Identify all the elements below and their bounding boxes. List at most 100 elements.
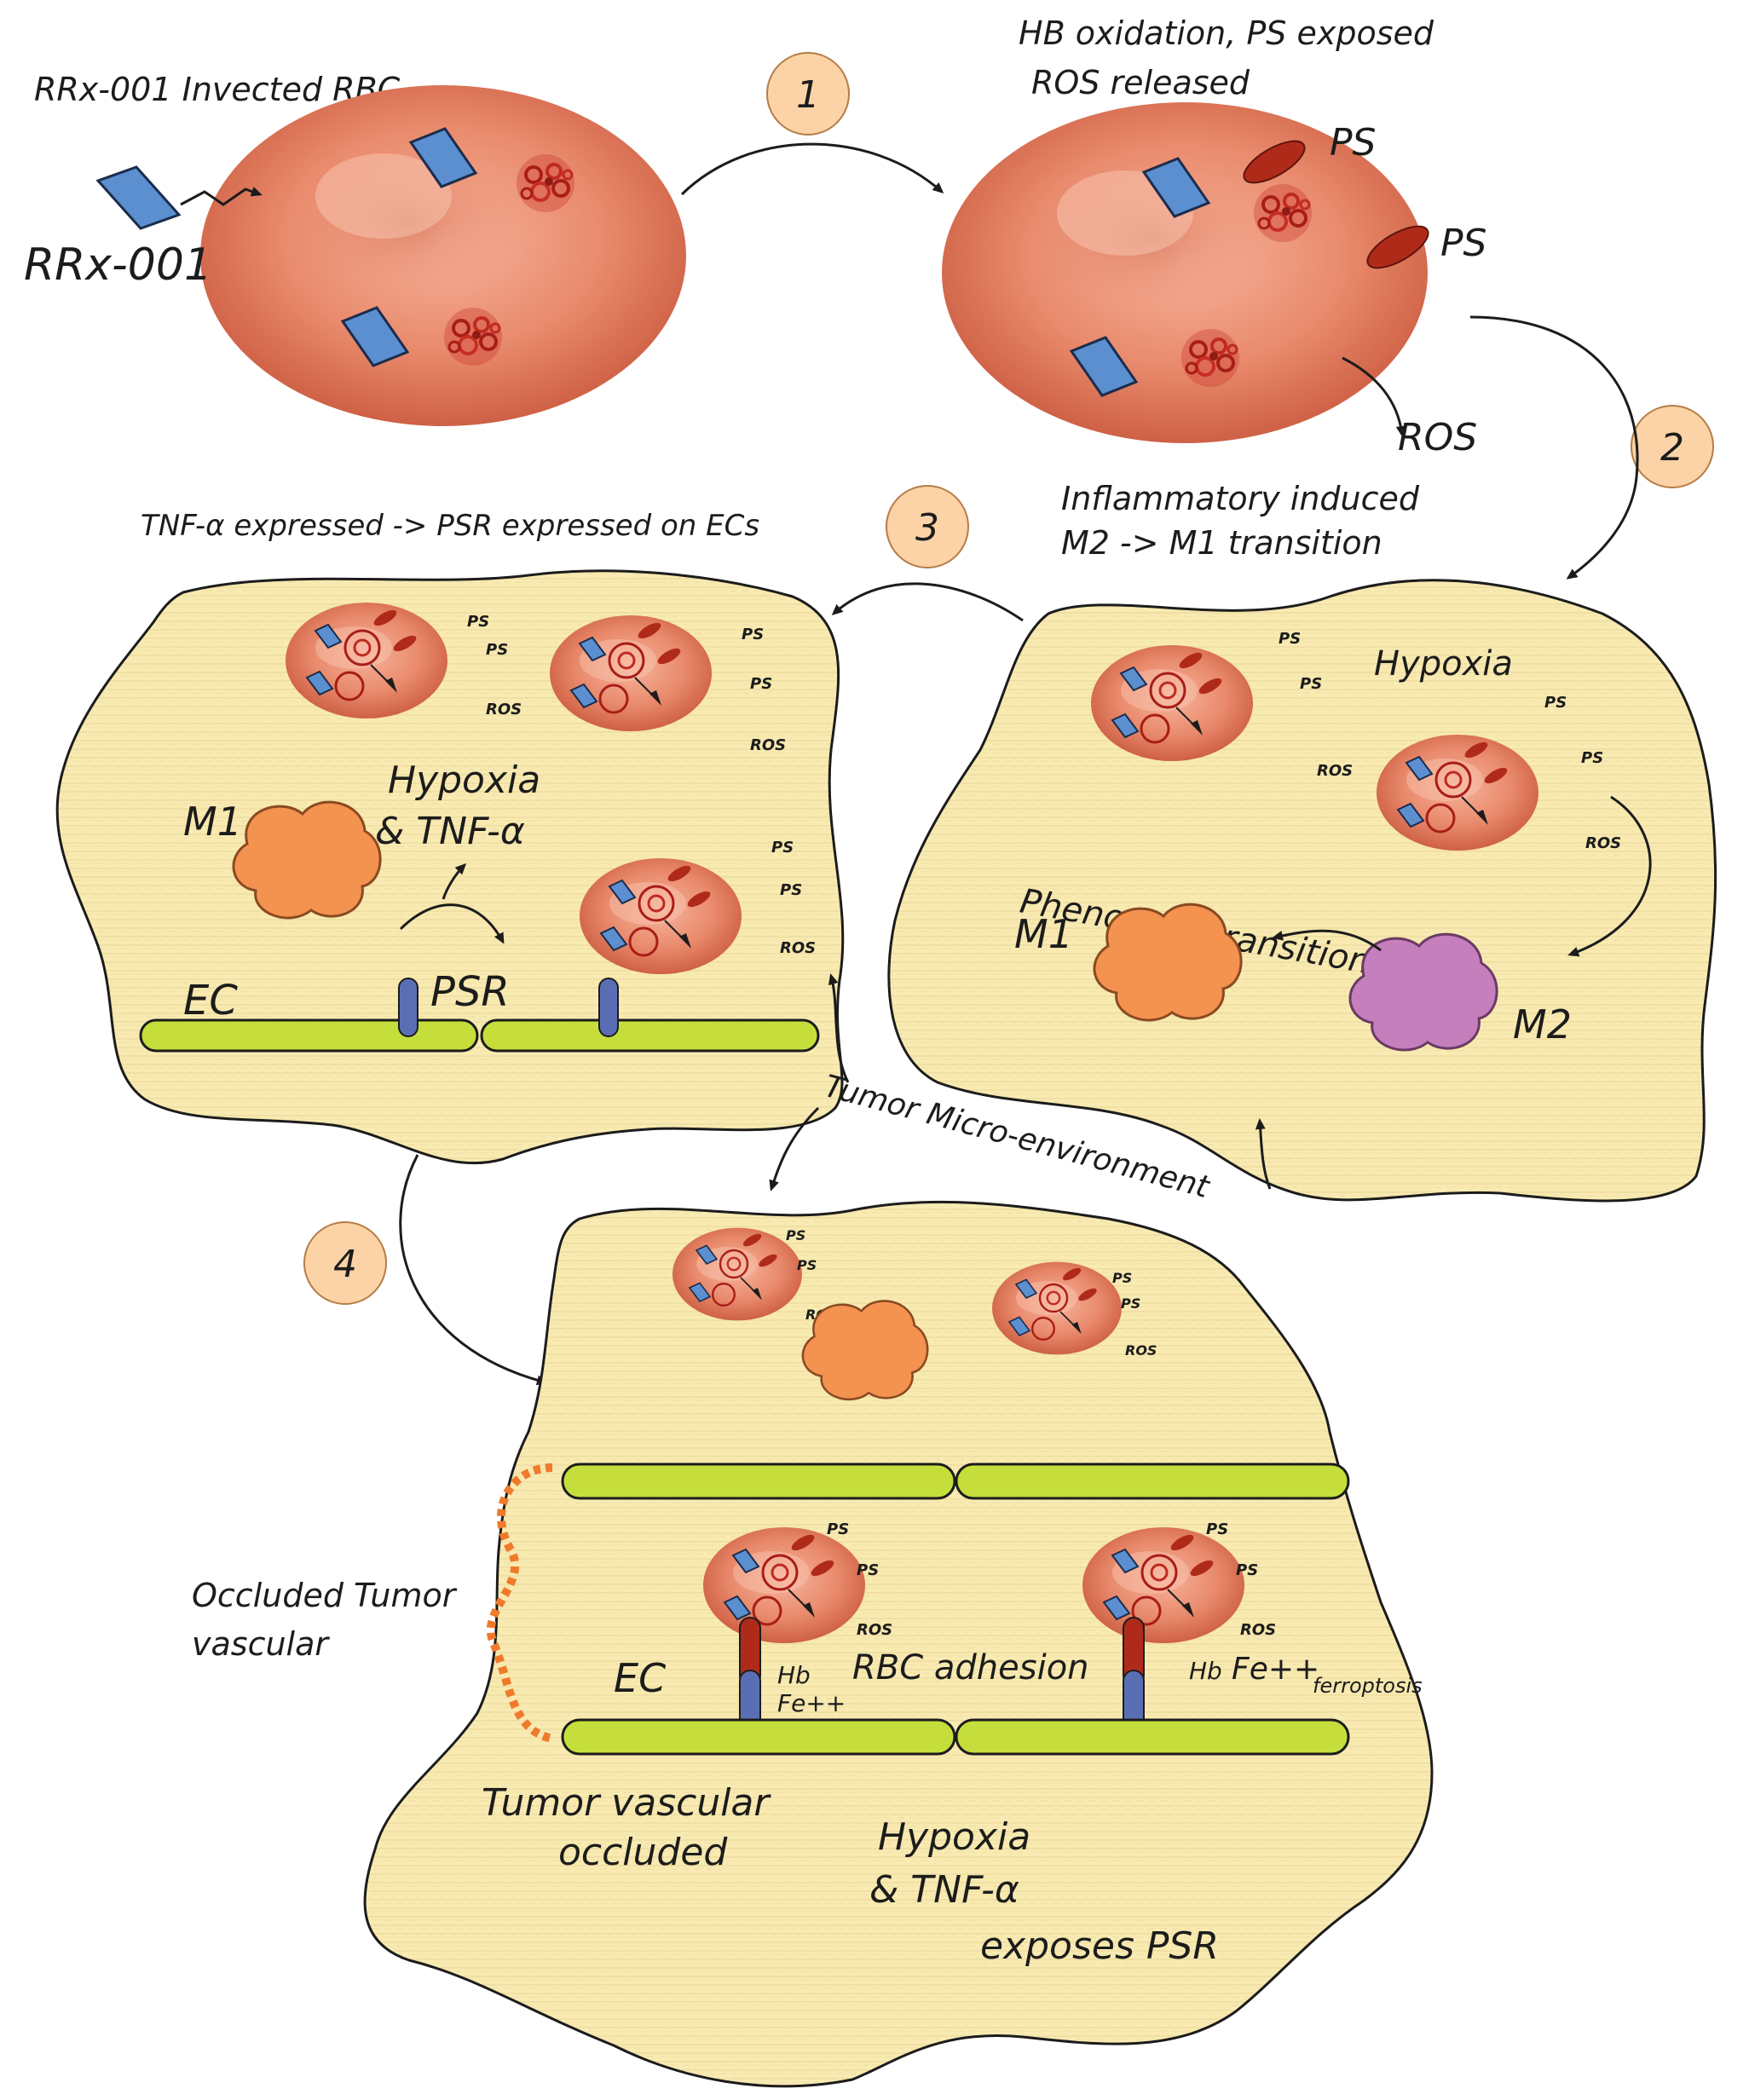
arrow-m1-up [442,862,467,900]
mini-ros-label: ROS [780,939,816,957]
arrow-step-2 [1469,315,1639,580]
m1-macrophage-right [1093,903,1243,1022]
arrow-step-1 [680,142,944,196]
occlusion-bracket [486,1463,554,1743]
mini-ps-label: PS [786,1227,805,1243]
svg-text:4: 4 [333,1243,357,1286]
vascular-occluded-line2: occluded [558,1831,728,1874]
step-4-badge: 4 [303,1221,387,1305]
tnf-caption: TNF-α expressed -> PSR expressed on ECs [141,509,759,543]
rbc-adhesion-link [739,1617,761,1733]
ec-label-left: EC [183,977,238,1024]
arrow-step-3 [831,582,1024,622]
step-2-badge: 2 [1631,405,1714,488]
hypoxia-label-left: Hypoxia [388,759,540,802]
mini-ps-label: PS [1121,1295,1140,1312]
ec-label-bottom: EC [614,1655,666,1701]
mini-ros-label: ROS [486,701,522,718]
ps-label-1: PS [1330,121,1376,164]
occluded-label-line1: Occluded Tumor [192,1577,458,1614]
exposes-line2: & TNF-α [869,1868,1019,1912]
exposes-line1: Hypoxia [878,1815,1030,1859]
endothelium-left [139,1018,820,1053]
ps-marker [1366,225,1429,269]
rbc-small [548,614,713,733]
tnf-label-left: & TNF-α [375,810,525,853]
rbc-invected [200,85,686,426]
svg-text:2: 2 [1660,426,1684,470]
psr-label: PSR [430,968,510,1016]
vascular-occluded-line1: Tumor vascular [482,1781,771,1825]
oxidation-caption-line1: HB oxidation, PS exposed [1019,14,1434,52]
arrow-to-left-panel [828,973,850,1083]
m1-macrophage-left [232,800,382,920]
m2-label: M2 [1513,1001,1572,1047]
arrow-rbc-to-m2 [1567,795,1652,957]
mini-ps-label: PS [827,1520,849,1538]
mini-ps-label: PS [780,881,802,899]
mini-ps-label: PS [467,613,489,631]
drug-label: RRx-001 [24,239,212,291]
mini-ros-label: ROS [1317,762,1353,780]
mini-ps-label: PS [1544,694,1567,712]
mini-ros-label: ROS [1240,1621,1276,1639]
mini-ps-label: PS [1279,630,1301,648]
mini-ps-label: PS [1300,675,1322,693]
mini-ps-label: PS [750,675,772,693]
rbc-small [578,857,743,976]
tissue-panel-bottom [363,1200,1434,2088]
mini-ps-label: PS [857,1561,879,1579]
tissue-panel-left [55,569,845,1165]
mini-ros-label: ROS [1125,1342,1157,1359]
inflammatory-caption-line1: Inflammatory induced [1061,480,1420,517]
psr-receptor [398,978,418,1037]
hypoxia-label-right: Hypoxia [1374,644,1513,684]
psr-receptor [598,978,619,1037]
mini-ros-label: ROS [1585,834,1621,852]
exposes-line3: exposes PSR [980,1924,1219,1968]
rbc-small [1375,733,1540,852]
step-3-badge: 3 [886,485,969,568]
rbc-small [1081,1526,1246,1645]
oxidation-caption-line2: ROS released [1031,64,1250,101]
mini-ps-label: PS [1581,749,1603,767]
hb-label-2: Hb [1189,1657,1222,1685]
rbc-adhesion-link [1123,1617,1145,1733]
fe-label-1: Fe++ [777,1689,846,1717]
inflammatory-caption-line2: M2 -> M1 transition [1061,524,1382,562]
svg-text:1: 1 [796,73,820,117]
endothelium-bottom-upper [561,1462,1350,1500]
rbc-oxidized [942,102,1429,443]
mini-ros-label: ROS [857,1621,892,1639]
arrow-m1-signal [399,903,505,944]
m1-macrophage-bottom [801,1300,929,1401]
rbc-adhesion-label: RBC adhesion [852,1648,1089,1688]
rbc-small [284,601,449,720]
m2-macrophage [1348,932,1498,1052]
ps-marker [1243,140,1306,184]
arrow-to-bottom-panel [769,1106,820,1191]
arrow-to-right-panel [1255,1118,1272,1190]
endothelium-bottom-lower [561,1718,1350,1756]
rbc-small [671,1226,804,1322]
arrow-m2-to-m1 [1272,929,1382,952]
mini-ps-label: PS [771,839,794,857]
fe-label-2: Fe++ [1232,1652,1319,1687]
mini-ps-label: PS [486,641,508,659]
ferroptosis-label: ferroptosis [1313,1674,1423,1698]
ros-label: ROS [1398,416,1477,459]
rbc-small [701,1526,867,1645]
step-1-badge: 1 [766,52,850,136]
rbc-small [990,1261,1123,1356]
mini-ps-label: PS [1112,1270,1132,1286]
arrow-step-4 [399,1154,548,1386]
mini-ros-label: ROS [750,736,786,754]
m1-label-right: M1 [1014,911,1073,957]
tissue-panel-right [887,579,1717,1203]
hb-label-1: Hb [777,1661,811,1689]
mini-ps-label: PS [1206,1520,1228,1538]
m1-label-left: M1 [183,799,242,845]
drug-molecule-free [95,165,263,230]
occluded-label-line2: vascular [192,1625,330,1663]
